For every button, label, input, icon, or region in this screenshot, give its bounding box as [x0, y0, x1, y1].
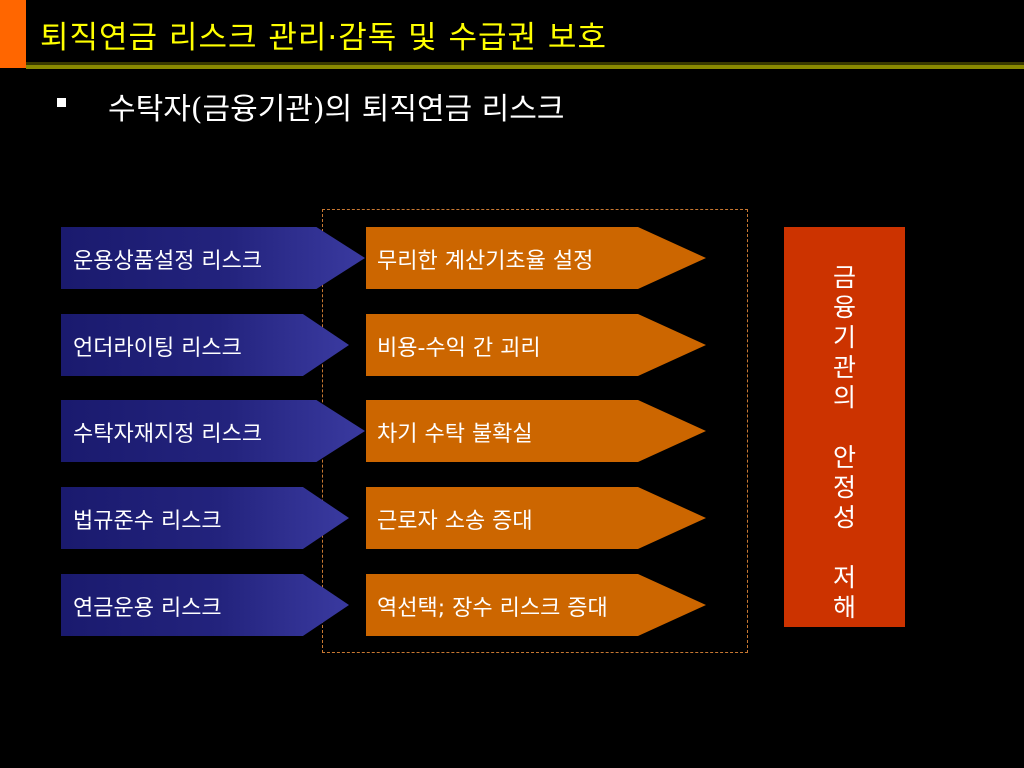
risk-arrow [61, 400, 365, 462]
risk-row-5: 연금운용 리스크 역선택; 장수 리스크 증대 [0, 574, 1024, 636]
title-bar: 퇴직연금 리스크 관리·감독 및 수급권 보호 [0, 0, 1024, 69]
effect-label: 무리한 계산기초율 설정 [377, 249, 594, 274]
risk-row-1: 운용상품설정 리스크 무리한 계산기초율 설정 [0, 227, 1024, 289]
result-text: 금 융 기 관 의 안 정 성 저 해 [784, 263, 905, 623]
effect-label: 근로자 소송 증대 [377, 509, 533, 534]
bullet-heading: 수탁자(금융기관)의 퇴직연금 리스크 [108, 92, 565, 127]
risk-arrow [61, 227, 365, 289]
result-char: 기 [832, 323, 856, 352]
result-char: 금 [832, 263, 856, 292]
risk-row-3: 수탁자재지정 리스크 차기 수탁 불확실 [0, 400, 1024, 462]
risk-arrow [61, 574, 349, 636]
result-char: 의 [832, 383, 856, 412]
effect-arrow [366, 574, 706, 636]
effect-arrow [366, 314, 706, 376]
effect-arrow [366, 227, 706, 289]
title-divider-shadow [26, 62, 1024, 65]
risk-label: 연금운용 리스크 [73, 596, 222, 621]
effect-arrow [366, 487, 706, 549]
result-box: 금 융 기 관 의 안 정 성 저 해 [784, 227, 905, 627]
effect-label: 역선택; 장수 리스크 증대 [377, 596, 608, 621]
result-spacer [784, 413, 905, 443]
result-char: 성 [832, 503, 856, 532]
effect-label: 차기 수탁 불확실 [377, 422, 533, 447]
result-spacer [784, 533, 905, 563]
risk-label: 수탁자재지정 리스크 [73, 422, 263, 447]
result-char: 관 [832, 353, 856, 382]
result-char: 해 [832, 593, 856, 622]
result-char: 저 [832, 563, 856, 592]
result-char: 정 [832, 473, 856, 502]
result-char: 융 [832, 293, 856, 322]
risk-row-4: 법규준수 리스크 근로자 소송 증대 [0, 487, 1024, 549]
effect-arrow [366, 400, 706, 462]
risk-arrow [61, 314, 349, 376]
slide-title: 퇴직연금 리스크 관리·감독 및 수급권 보호 [40, 20, 607, 56]
result-char: 안 [832, 443, 856, 472]
effect-label: 비용-수익 간 괴리 [377, 336, 541, 361]
title-divider [26, 65, 1024, 69]
risk-label: 운용상품설정 리스크 [73, 249, 263, 274]
risk-row-2: 언더라이팅 리스크 비용-수익 간 괴리 [0, 314, 1024, 376]
square-bullet-icon [57, 98, 66, 107]
risk-label: 법규준수 리스크 [73, 509, 222, 534]
title-accent-bar [0, 0, 26, 68]
risk-arrow [61, 487, 349, 549]
risk-label: 언더라이팅 리스크 [73, 336, 242, 361]
